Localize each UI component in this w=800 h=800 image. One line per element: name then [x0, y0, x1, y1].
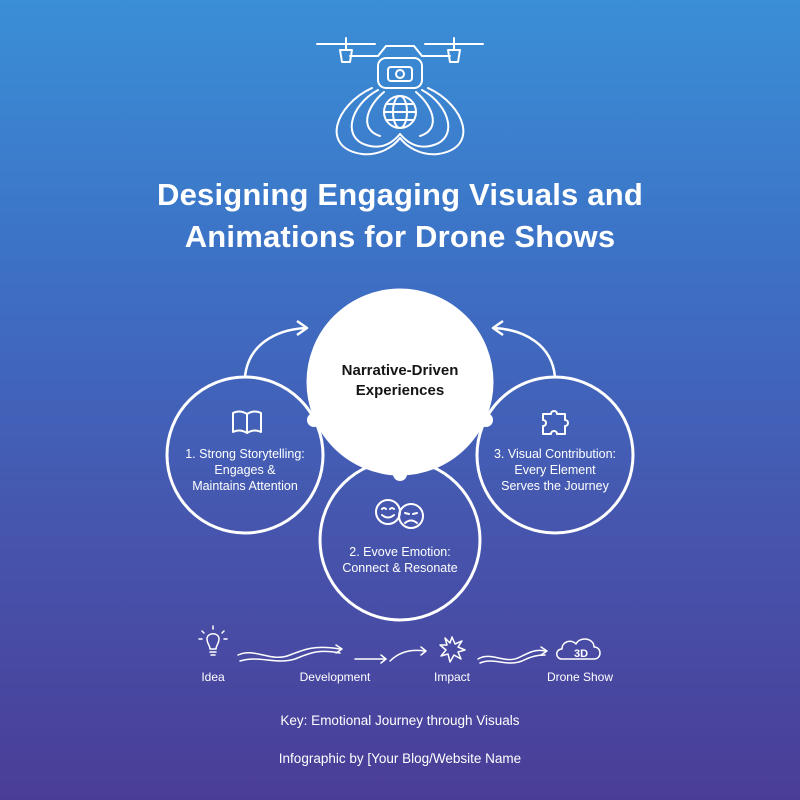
title-line-1: Designing Engaging Visuals and — [156, 177, 643, 212]
drone-icon — [316, 37, 484, 156]
left-node-line-3: Maintains Attention — [192, 479, 298, 493]
left-connector-arrow — [243, 326, 306, 378]
lightbulb-icon — [198, 625, 228, 656]
title-line-2: Animations for Drone Shows — [184, 219, 616, 254]
journey-step-impact: Impact — [433, 670, 470, 684]
bottom-node-line-2: Connect & Resonate — [342, 561, 458, 575]
right-node-text: 3. Visual Contribution: Every Element Se… — [480, 446, 630, 494]
cloud-3d-icon — [556, 638, 601, 660]
right-connector-arrow — [494, 326, 557, 378]
connector-dot-right — [479, 413, 493, 427]
center-label-line-2: Experiences — [355, 382, 445, 399]
center-label-line-1: Narrative-Driven — [341, 362, 459, 379]
emotion-faces-icon — [375, 499, 424, 529]
journey-step-development: Development — [299, 670, 371, 684]
left-node-text: 1. Strong Storytelling: Engages & Mainta… — [170, 446, 320, 494]
connector-dot-bottom — [393, 467, 407, 481]
journey-step-drone-show: Drone Show — [546, 670, 614, 684]
right-node-line-1: 3. Visual Contribution: — [493, 447, 617, 461]
journey-step-idea: Idea — [201, 670, 225, 684]
bottom-circle — [318, 458, 482, 622]
left-node-line-2: Engages & — [214, 463, 276, 477]
puzzle-icon — [542, 410, 569, 435]
key-label: Key: Emotional Journey through Visuals — [280, 713, 520, 728]
credit-label: Infographic by [Your Blog/Website Name — [278, 751, 522, 766]
right-node-line-3: Serves the Journey — [501, 479, 609, 493]
left-node-line-1: 1. Strong Storytelling: — [185, 447, 305, 461]
bottom-node-text: 2. Evove Emotion: Connect & Resonate — [320, 544, 480, 576]
center-label: Narrative-Driven Experiences — [320, 361, 480, 401]
journey-timeline — [198, 625, 601, 664]
book-icon — [232, 410, 262, 434]
cloud-3d-label: 3D — [573, 648, 589, 660]
connector-dot-left — [307, 413, 321, 427]
starburst-icon — [439, 636, 466, 663]
right-node-line-2: Every Element — [514, 463, 596, 477]
page-title: Designing Engaging Visuals and Animation… — [0, 174, 800, 258]
bottom-node-line-1: 2. Evove Emotion: — [349, 545, 451, 559]
